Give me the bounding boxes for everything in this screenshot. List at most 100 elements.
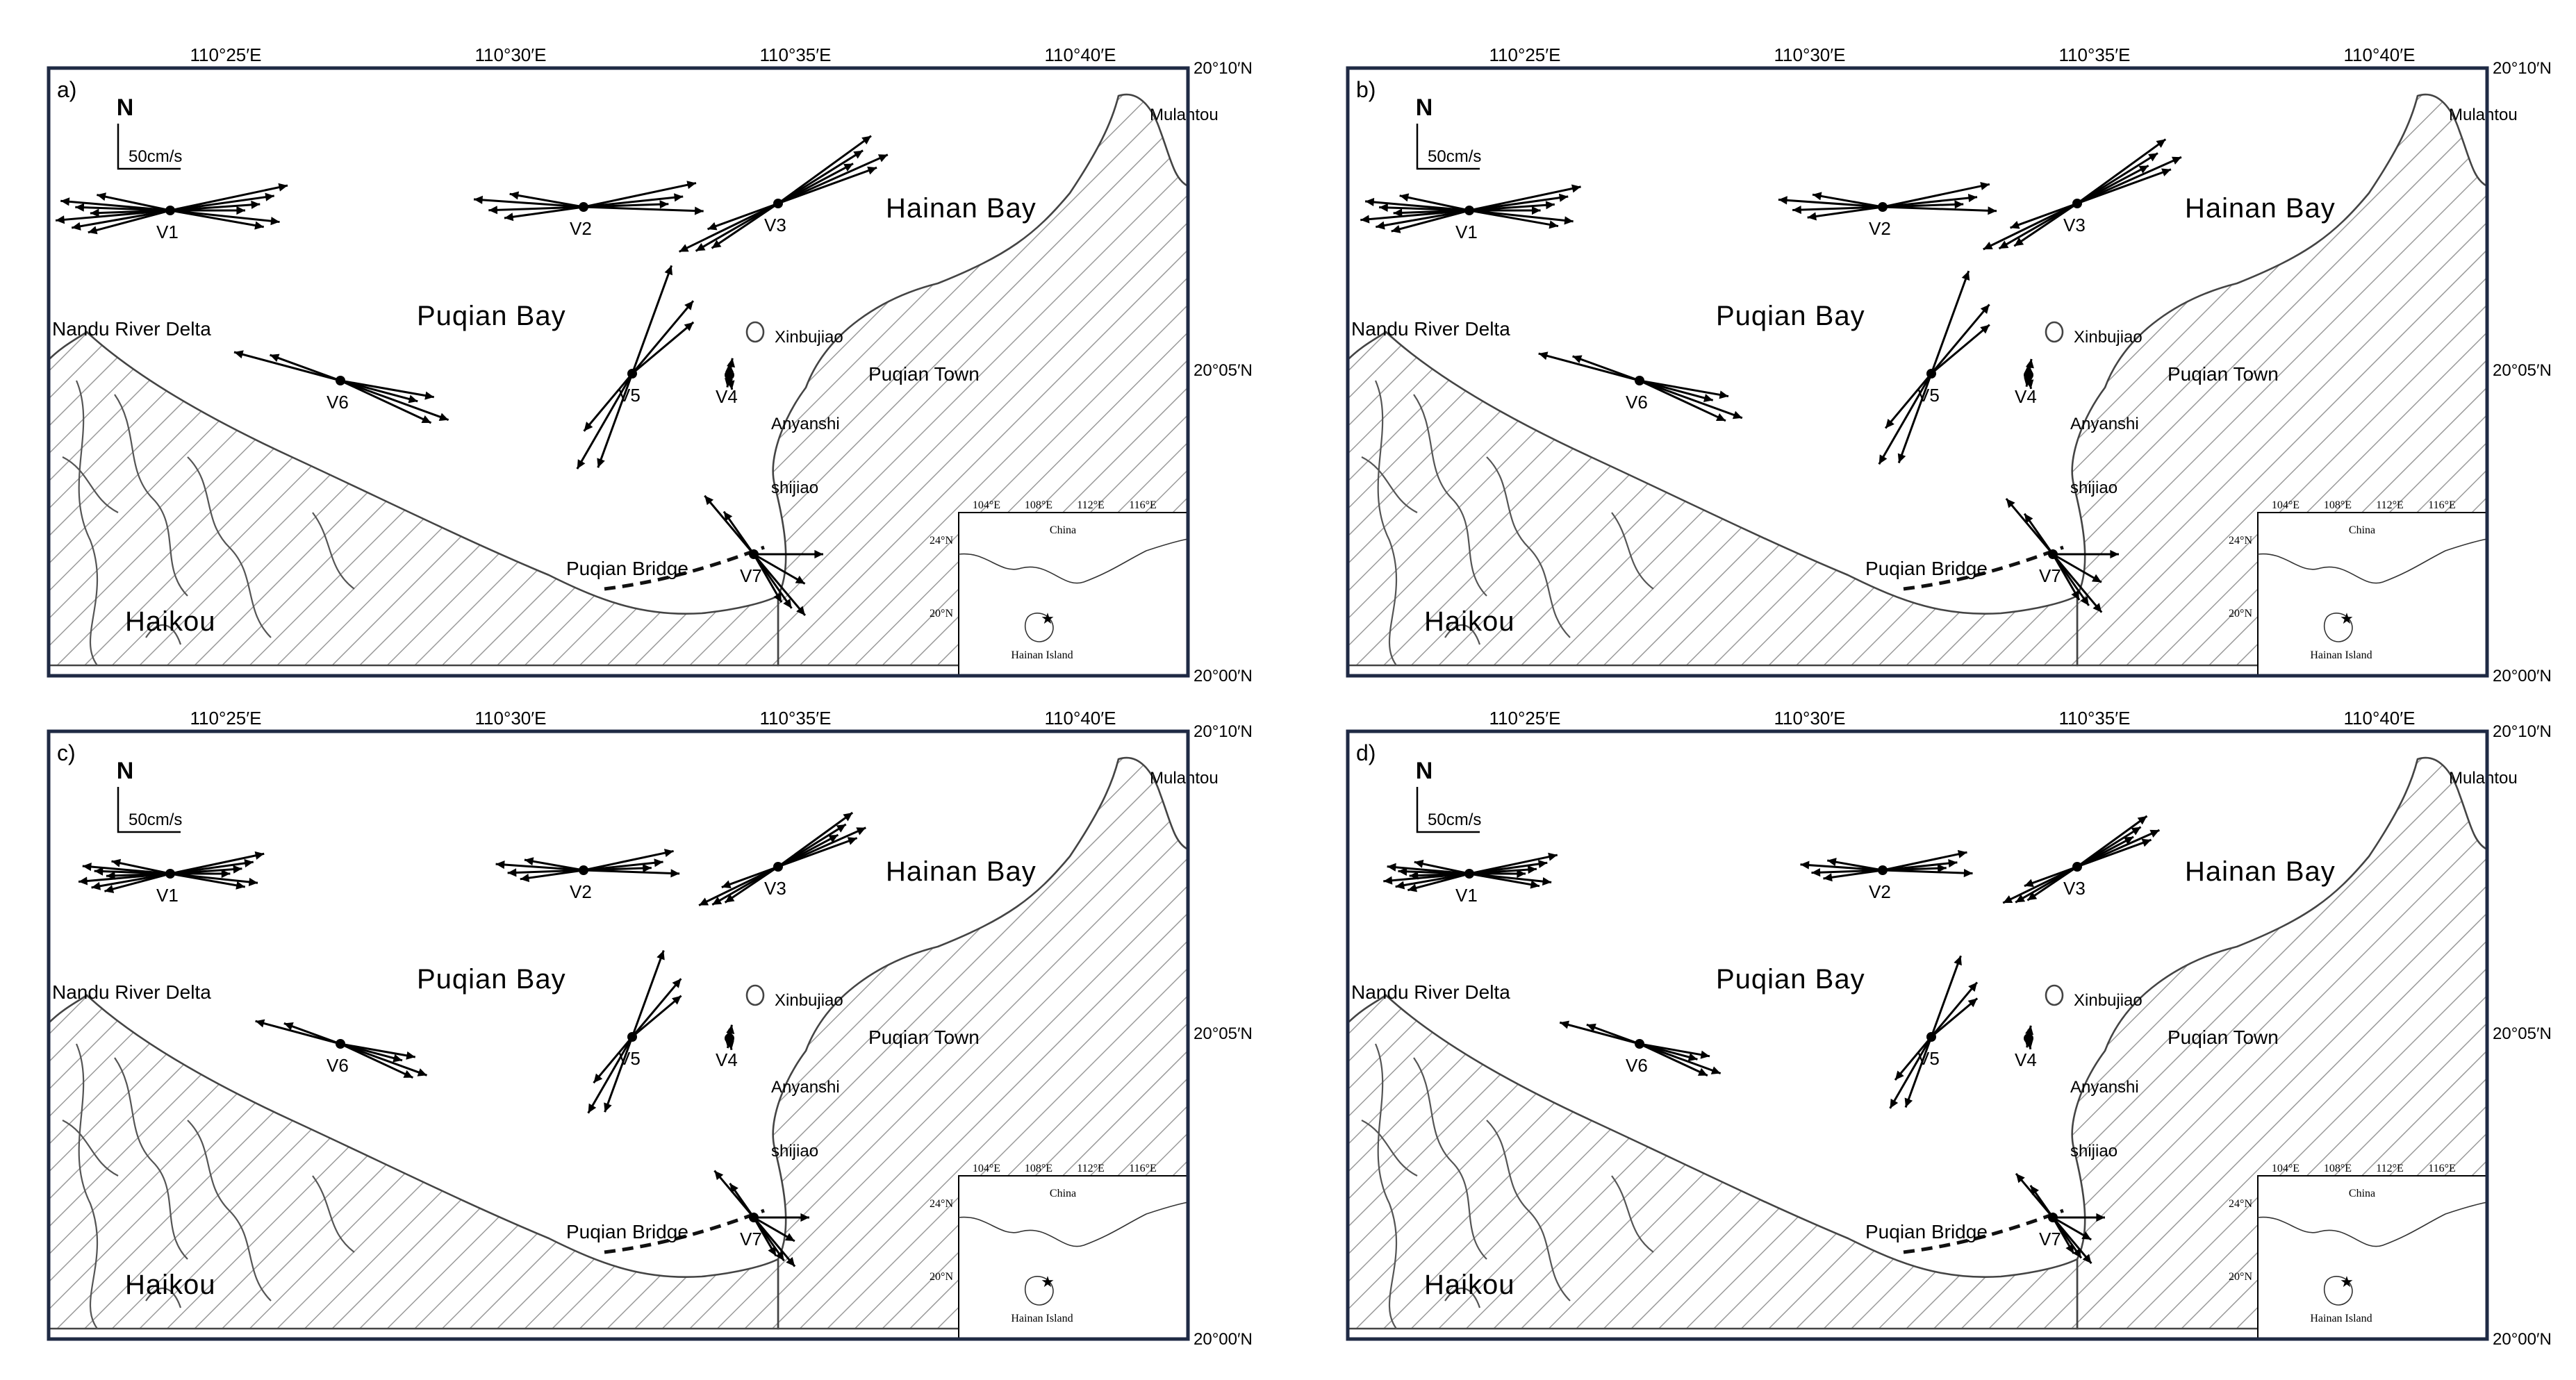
- current-vector: [1792, 206, 1883, 212]
- station-marker: [627, 369, 637, 379]
- arrowhead-icon: [97, 192, 106, 201]
- current-vector: [713, 1170, 755, 1218]
- station-marker: [1464, 206, 1474, 215]
- current-vector: [473, 198, 584, 208]
- current-vector: [1884, 373, 1933, 429]
- river-channel: [114, 1057, 188, 1260]
- current-vector: [1811, 869, 1883, 874]
- place-label-hainan-bay: Hainan Bay: [2185, 856, 2336, 887]
- river-channel: [1413, 1057, 1487, 1260]
- current-vector: [170, 203, 261, 212]
- station-marker: [1635, 1039, 1644, 1049]
- arrowhead-icon: [726, 1024, 735, 1035]
- puqian-bridge-line: [1903, 1208, 2064, 1254]
- arrowhead-icon: [836, 824, 846, 833]
- lon-tick-label: 110°25′E: [1489, 44, 1561, 65]
- arrowhead-icon: [861, 135, 871, 144]
- north-arrow-icon: N: [1416, 758, 1433, 784]
- current-vector: [104, 872, 171, 892]
- current-vector: [170, 872, 246, 888]
- arrowhead-icon: [2025, 1025, 2034, 1036]
- arrowhead-icon: [2072, 1248, 2081, 1258]
- map-frame: [47, 66, 1190, 678]
- current-vector: [1998, 202, 2078, 250]
- arrowhead-icon: [90, 208, 99, 217]
- station-marker: [1926, 1032, 1936, 1042]
- arrowhead-icon: [94, 867, 104, 876]
- arrowhead-icon: [670, 869, 680, 878]
- arrowhead-icon: [1560, 1020, 1570, 1029]
- inset-lon-label: 112°E: [2376, 499, 2404, 511]
- station-marker: [773, 862, 783, 872]
- station-marker: [1635, 376, 1644, 385]
- arrowhead-icon: [2024, 364, 2033, 373]
- place-label-puqian-town: Puqian Town: [868, 363, 980, 385]
- arrowhead-icon: [111, 858, 122, 867]
- arrowhead-icon: [707, 222, 718, 231]
- current-vector: [170, 209, 280, 224]
- arrowhead-icon: [1778, 196, 1787, 205]
- arrowhead-icon: [2110, 549, 2119, 559]
- station-v7: V7: [2015, 1172, 2105, 1265]
- station-marker: [2048, 1213, 2058, 1222]
- place-label-shijiao: shijiao: [771, 1142, 818, 1161]
- study-area-star-icon: ★: [2340, 1273, 2354, 1290]
- arrowhead-icon: [424, 391, 434, 400]
- current-vector: [1399, 194, 1470, 212]
- station-marker: [2024, 370, 2033, 380]
- arrowhead-icon: [725, 363, 734, 372]
- station-v5: V5: [1878, 270, 1990, 465]
- current-vector: [75, 206, 171, 212]
- arrowhead-icon: [1957, 849, 1967, 858]
- station-v4: V4: [716, 358, 738, 407]
- river-channel: [75, 380, 99, 666]
- lat-tick-label: 20°10′N: [1194, 722, 1253, 741]
- inset-lon-label: 116°E: [1129, 499, 1157, 511]
- scale-label: 50cm/s: [1428, 810, 1481, 829]
- current-vector: [583, 373, 634, 432]
- river-channel: [1486, 1120, 1571, 1302]
- arrowhead-icon: [495, 860, 505, 870]
- current-vector: [1407, 872, 1470, 892]
- arrowhead-icon: [800, 1213, 809, 1222]
- current-vector: [631, 978, 682, 1038]
- inset-lon-label: 116°E: [2428, 499, 2456, 511]
- current-vector: [1882, 206, 1997, 213]
- puqian-bridge-line: [604, 1208, 765, 1254]
- land-south: [1346, 331, 2079, 667]
- current-vector: [1639, 379, 1729, 398]
- current-vector: [707, 202, 779, 231]
- arrowhead-icon: [1530, 880, 1540, 889]
- inset-lon-label: 104°E: [2272, 1163, 2300, 1174]
- current-vector: [340, 1042, 414, 1079]
- current-vector: [1469, 209, 1559, 228]
- arrowhead-icon: [1391, 224, 1401, 233]
- lon-tick-label: 110°35′E: [760, 708, 832, 729]
- arrowhead-icon: [2091, 574, 2102, 583]
- station-label: V2: [1869, 218, 1891, 239]
- station-marker: [1464, 869, 1474, 879]
- arrowhead-icon: [104, 885, 115, 893]
- place-label-mulantou: Mulantou: [2449, 106, 2518, 124]
- current-vector: [1383, 872, 1470, 883]
- lon-tick-label: 110°25′E: [1489, 708, 1561, 729]
- arrowhead-icon: [507, 868, 517, 877]
- inset-lat-label: 20°N: [2229, 1271, 2252, 1283]
- panel-label: d): [1356, 740, 1376, 765]
- inset-lat-label: 24°N: [2229, 1198, 2252, 1210]
- arrowhead-icon: [473, 195, 483, 204]
- arrowhead-icon: [867, 166, 877, 175]
- station-marker: [2072, 862, 2082, 872]
- place-label-xinbujiao: Xinbujiao: [2074, 991, 2142, 1010]
- study-area-star-icon: ★: [1041, 1273, 1055, 1290]
- arrowhead-icon: [2131, 826, 2141, 836]
- current-vector: [1882, 869, 1973, 875]
- river-channel: [62, 456, 119, 513]
- station-v2: V2: [1778, 181, 1997, 239]
- place-label-shijiao: shijiao: [771, 479, 818, 497]
- current-vector: [678, 202, 779, 253]
- current-vector: [340, 379, 449, 422]
- scale-label: 50cm/s: [129, 147, 182, 166]
